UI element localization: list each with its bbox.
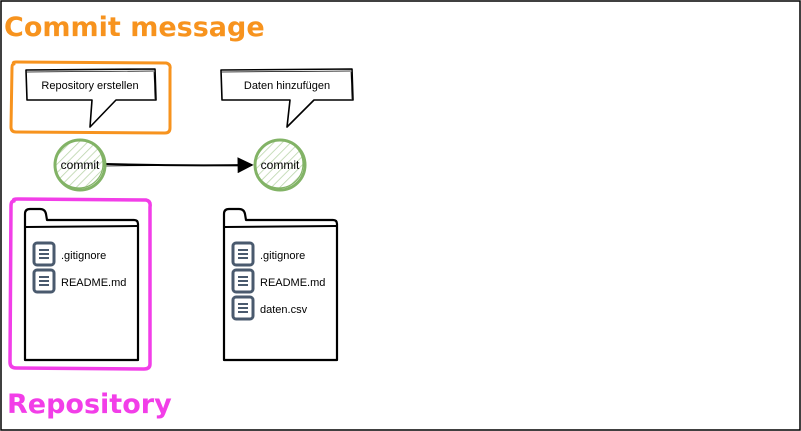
message-bubble-1-sketch <box>26 70 156 100</box>
file-name: daten.csv <box>260 304 308 316</box>
file-item: .gitignore <box>231 241 305 267</box>
file-icon-lines <box>238 276 248 286</box>
commit-node-2-sketch <box>254 139 304 189</box>
file-name: .gitignore <box>61 250 106 262</box>
file-item: .gitignore <box>32 241 106 267</box>
commit-message-highlight <box>9 60 172 135</box>
message-bubble-1 <box>25 68 157 128</box>
file-item: README.md <box>231 268 325 294</box>
message-bubble-2 <box>220 68 354 128</box>
repository-folder-1-lid <box>25 225 138 228</box>
commit-message-1: Repository erstellen <box>41 80 138 92</box>
repository-heading: Repository <box>7 389 172 420</box>
commit-message-2: Daten hinzufügen <box>244 80 330 92</box>
commit-label-1: commit <box>61 158 100 172</box>
commit-label-2: commit <box>261 158 300 172</box>
file-icon-lines <box>39 276 49 286</box>
repository-highlight <box>8 197 152 371</box>
file-item: README.md <box>32 268 126 294</box>
commit-message-heading: Commit message <box>4 12 265 43</box>
file-name: README.md <box>260 277 325 289</box>
file-item: daten.csv <box>231 295 308 321</box>
file-icon-lines <box>238 249 248 259</box>
file-icon-lines <box>39 249 49 259</box>
file-name: .gitignore <box>260 250 305 262</box>
message-bubble-2-sketch <box>221 70 353 100</box>
repository-folder-2-lid <box>224 225 337 228</box>
file-icon-lines <box>238 303 248 313</box>
commit-node-1-sketch <box>54 139 104 189</box>
commit-arrow-sketch <box>105 165 249 167</box>
file-name: README.md <box>61 277 126 289</box>
